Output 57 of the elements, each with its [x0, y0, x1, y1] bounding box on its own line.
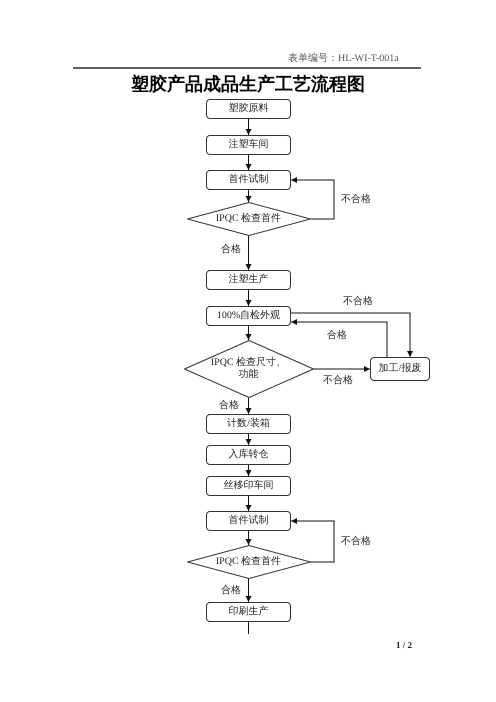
title: 塑胶产品成品生产工艺流程图 [131, 74, 365, 96]
step-label: 注塑车间 [228, 139, 268, 151]
arrow [290, 518, 334, 562]
step-label: 首件试制 [228, 515, 268, 527]
step-label: 计数/装箱 [227, 418, 270, 430]
step-label: 100%自检外观 [216, 310, 280, 322]
arrow [290, 319, 388, 358]
step-label: 入库转仓 [228, 449, 268, 461]
process-box [206, 99, 291, 119]
arrow [246, 154, 252, 170]
process-box [206, 270, 291, 290]
decision-diamond [186, 202, 310, 236]
arrow [246, 190, 252, 202]
edge-label: 不合格 [340, 536, 372, 548]
arrow [313, 366, 370, 372]
step-label: IPQC 检查首件 [216, 556, 282, 568]
edge-label: 合格 [326, 330, 348, 342]
process-box [206, 602, 291, 622]
arrow [246, 496, 252, 512]
step-label: 丝移印车间 [224, 480, 274, 492]
process-box [206, 445, 291, 465]
step-label: IPQC 检查首件 [216, 213, 282, 225]
page-number: 1 / 2 [396, 640, 412, 651]
decision-diamond [184, 340, 314, 398]
step-label: 首件试制 [228, 174, 268, 186]
edge-label: 合格 [218, 400, 240, 412]
arrow [246, 434, 252, 446]
step-label: IPQC 检查尺寸、功能 [210, 357, 288, 381]
edge-label: 不合格 [342, 296, 374, 308]
edge-label: 不合格 [322, 375, 354, 387]
process-box [206, 135, 291, 155]
arrow [246, 578, 252, 602]
process-box [370, 357, 430, 381]
process-box [206, 511, 291, 531]
edge-label: 合格 [220, 244, 242, 256]
process-box [206, 170, 291, 190]
arrow [246, 464, 252, 476]
connector-line [248, 622, 249, 634]
step-label: 加工/报废 [378, 363, 422, 375]
arrow [246, 530, 252, 546]
step-label: 印刷生产 [228, 606, 268, 618]
process-box [206, 414, 291, 434]
arrow [246, 398, 252, 414]
process-box [206, 476, 291, 496]
arrow [246, 118, 252, 136]
step-label: 塑胶原料 [228, 103, 268, 115]
arrow [246, 236, 252, 270]
edge-label: 不合格 [340, 194, 372, 206]
arrow [290, 177, 334, 220]
process-box [206, 306, 291, 326]
arrow [290, 312, 413, 358]
edge-label: 合格 [220, 585, 242, 597]
form-number: 表单编号：HL-WI-T-001a [288, 53, 399, 65]
decision-diamond [186, 545, 310, 579]
arrow [246, 326, 252, 340]
step-label: 注塑生产 [228, 274, 268, 286]
arrow [246, 290, 252, 306]
